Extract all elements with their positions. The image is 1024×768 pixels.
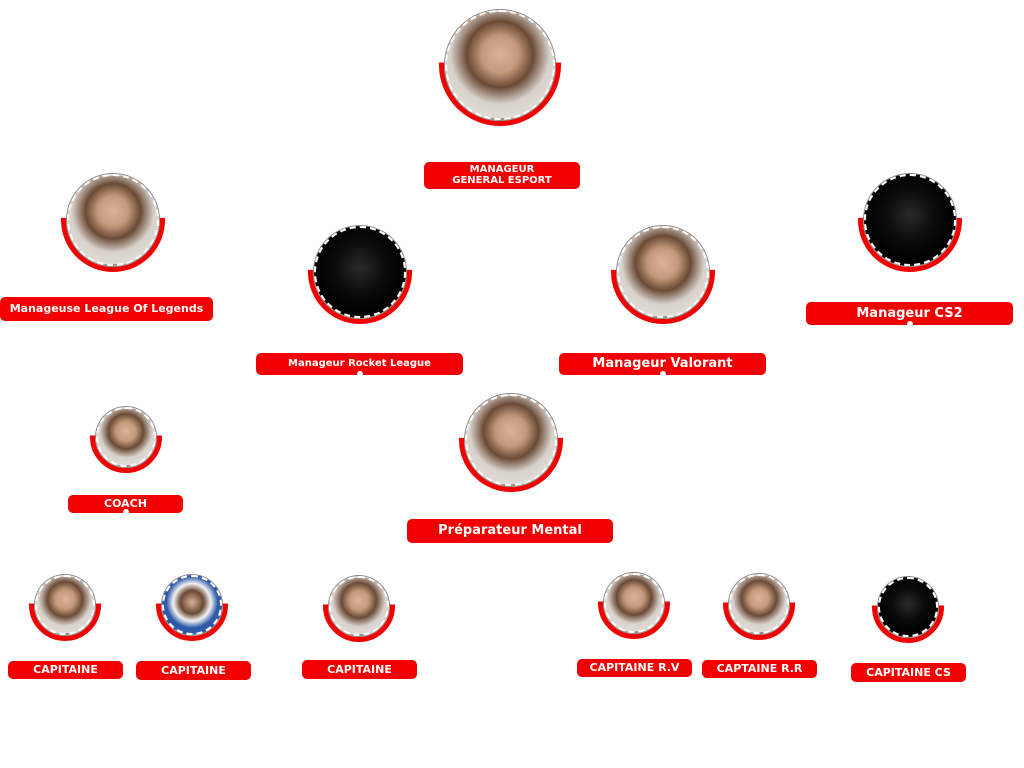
role-label: CAPITAINE [302, 660, 417, 679]
connector-dot [659, 371, 666, 377]
connector-dot [906, 321, 913, 327]
avatar [445, 10, 555, 120]
role-label-line: GENERAL ESPORT [452, 174, 552, 186]
avatar [67, 174, 159, 266]
avatar [729, 574, 789, 634]
connector-dot [356, 371, 363, 377]
avatar [329, 576, 389, 636]
role-label: COACH [68, 495, 183, 513]
avatar [162, 575, 222, 635]
role-label: CAPITAINE [136, 661, 251, 680]
role-label: CAPTAINE R.R [702, 660, 817, 678]
role-label: Manageur CS2 [806, 302, 1013, 325]
role-label: CAPITAINE R.V [577, 659, 692, 677]
avatar [617, 226, 709, 318]
role-label: Manageuse League Of Legends [0, 297, 213, 321]
role-label: Manageur Rocket League [256, 353, 463, 375]
avatar [96, 407, 156, 467]
role-label: CAPITAINE CS [851, 663, 966, 682]
avatar [35, 575, 95, 635]
role-label-line: MANAGEUR [469, 164, 535, 175]
avatar [314, 226, 406, 318]
connector-dot [122, 509, 129, 515]
avatar [465, 394, 557, 486]
role-label: Préparateur Mental [407, 519, 613, 543]
role-label: Manageur Valorant [559, 353, 766, 375]
avatar [864, 174, 956, 266]
avatar [878, 577, 938, 637]
role-label: CAPITAINE [8, 661, 123, 679]
avatar [604, 573, 664, 633]
